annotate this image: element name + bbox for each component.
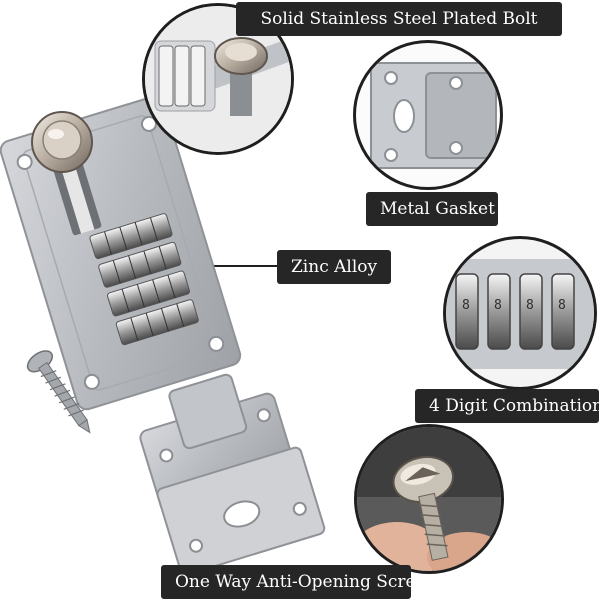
lock-body	[0, 95, 242, 411]
zinc-alloy-label: Zinc Alloy	[277, 250, 391, 284]
keeper-plate	[139, 373, 326, 576]
gasket-label: Metal Gasket	[366, 192, 498, 226]
svg-text:8: 8	[558, 298, 566, 313]
combination-dial-icon: 8 8 8 8	[446, 259, 594, 369]
bolt-detail-circle	[142, 3, 294, 155]
loose-screw	[26, 350, 91, 434]
digit-combination-label: 4 Digit Combinations	[415, 389, 600, 423]
svg-text:8: 8	[494, 298, 502, 313]
bolt-label: Solid Stainless Steel Plated Bolt	[236, 2, 562, 36]
svg-text:8: 8	[526, 298, 534, 313]
gasket-detail-circle	[353, 40, 503, 190]
bolt-knob-icon	[145, 6, 291, 152]
combination-detail-circle: 8 8 8 8	[443, 236, 597, 390]
metal-gasket-icon	[370, 62, 497, 169]
screw-detail-circle	[354, 424, 504, 574]
dial-stack	[89, 213, 199, 346]
svg-text:8: 8	[462, 298, 470, 313]
screw-icon	[357, 427, 501, 571]
bolt-knob	[31, 111, 93, 173]
screw-label: One Way Anti-Opening Screw	[161, 565, 430, 599]
